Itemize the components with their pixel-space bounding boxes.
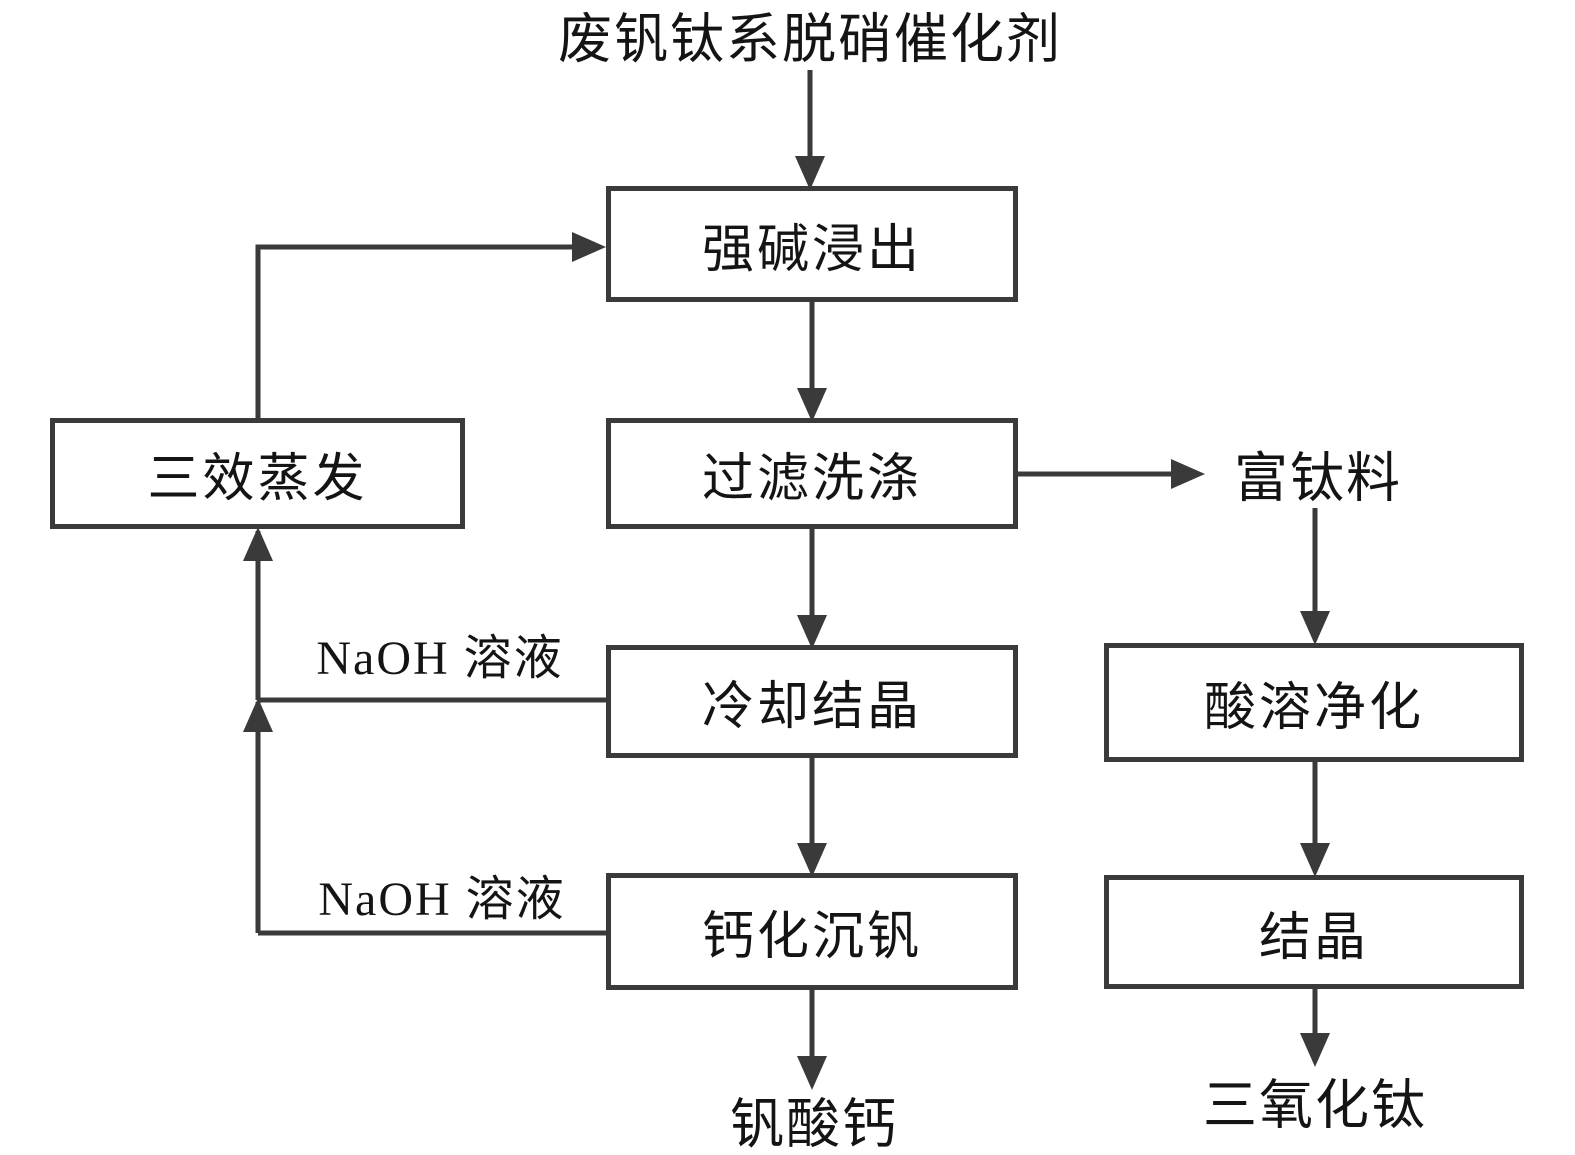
- arrow-acid-to-crystallization: [1300, 762, 1330, 877]
- arrow-catalyst-to-leach: [795, 70, 825, 190]
- box-filter-wash: 过滤洗涤: [606, 418, 1018, 529]
- arrow-calcification-naoh-to-junction: [243, 698, 606, 936]
- label-naoh-solution-2: NaOH 溶液: [318, 873, 566, 926]
- label-titanium-rich: 富钛料: [1234, 448, 1402, 509]
- box-triple-effect-evaporation: 三效蒸发: [50, 418, 465, 529]
- diagram-title: 废钒钛系脱硝催化剂: [558, 9, 1062, 70]
- arrow-calcification-to-calcium-vanadate: [797, 990, 827, 1090]
- label-titanium-trioxide: 三氧化钛: [1203, 1075, 1427, 1136]
- arrow-titanium-rich-to-acid: [1300, 508, 1330, 645]
- arrow-leach-to-filter: [797, 302, 827, 422]
- arrow-cooling-naoh-to-evaporation: [243, 527, 606, 703]
- box-acid-dissolution-purification: 酸溶净化: [1104, 643, 1524, 762]
- box-alkali-leach: 强碱浸出: [606, 186, 1018, 302]
- box-crystallization: 结晶: [1104, 875, 1524, 989]
- box-cooling-crystallization: 冷却结晶: [606, 645, 1018, 758]
- label-naoh-solution-1: NaOH 溶液: [316, 632, 564, 685]
- arrow-crystallization-to-titanium-trioxide: [1300, 989, 1330, 1067]
- arrow-cooling-to-calcification: [797, 758, 827, 877]
- arrow-filter-to-cooling: [797, 529, 827, 649]
- arrow-evaporation-to-leach: [255, 232, 606, 418]
- arrow-filter-to-titanium-rich: [1018, 459, 1205, 489]
- label-calcium-vanadate: 钒酸钙: [730, 1094, 898, 1155]
- box-calcification-vanadium-precipitation: 钙化沉钒: [606, 873, 1018, 990]
